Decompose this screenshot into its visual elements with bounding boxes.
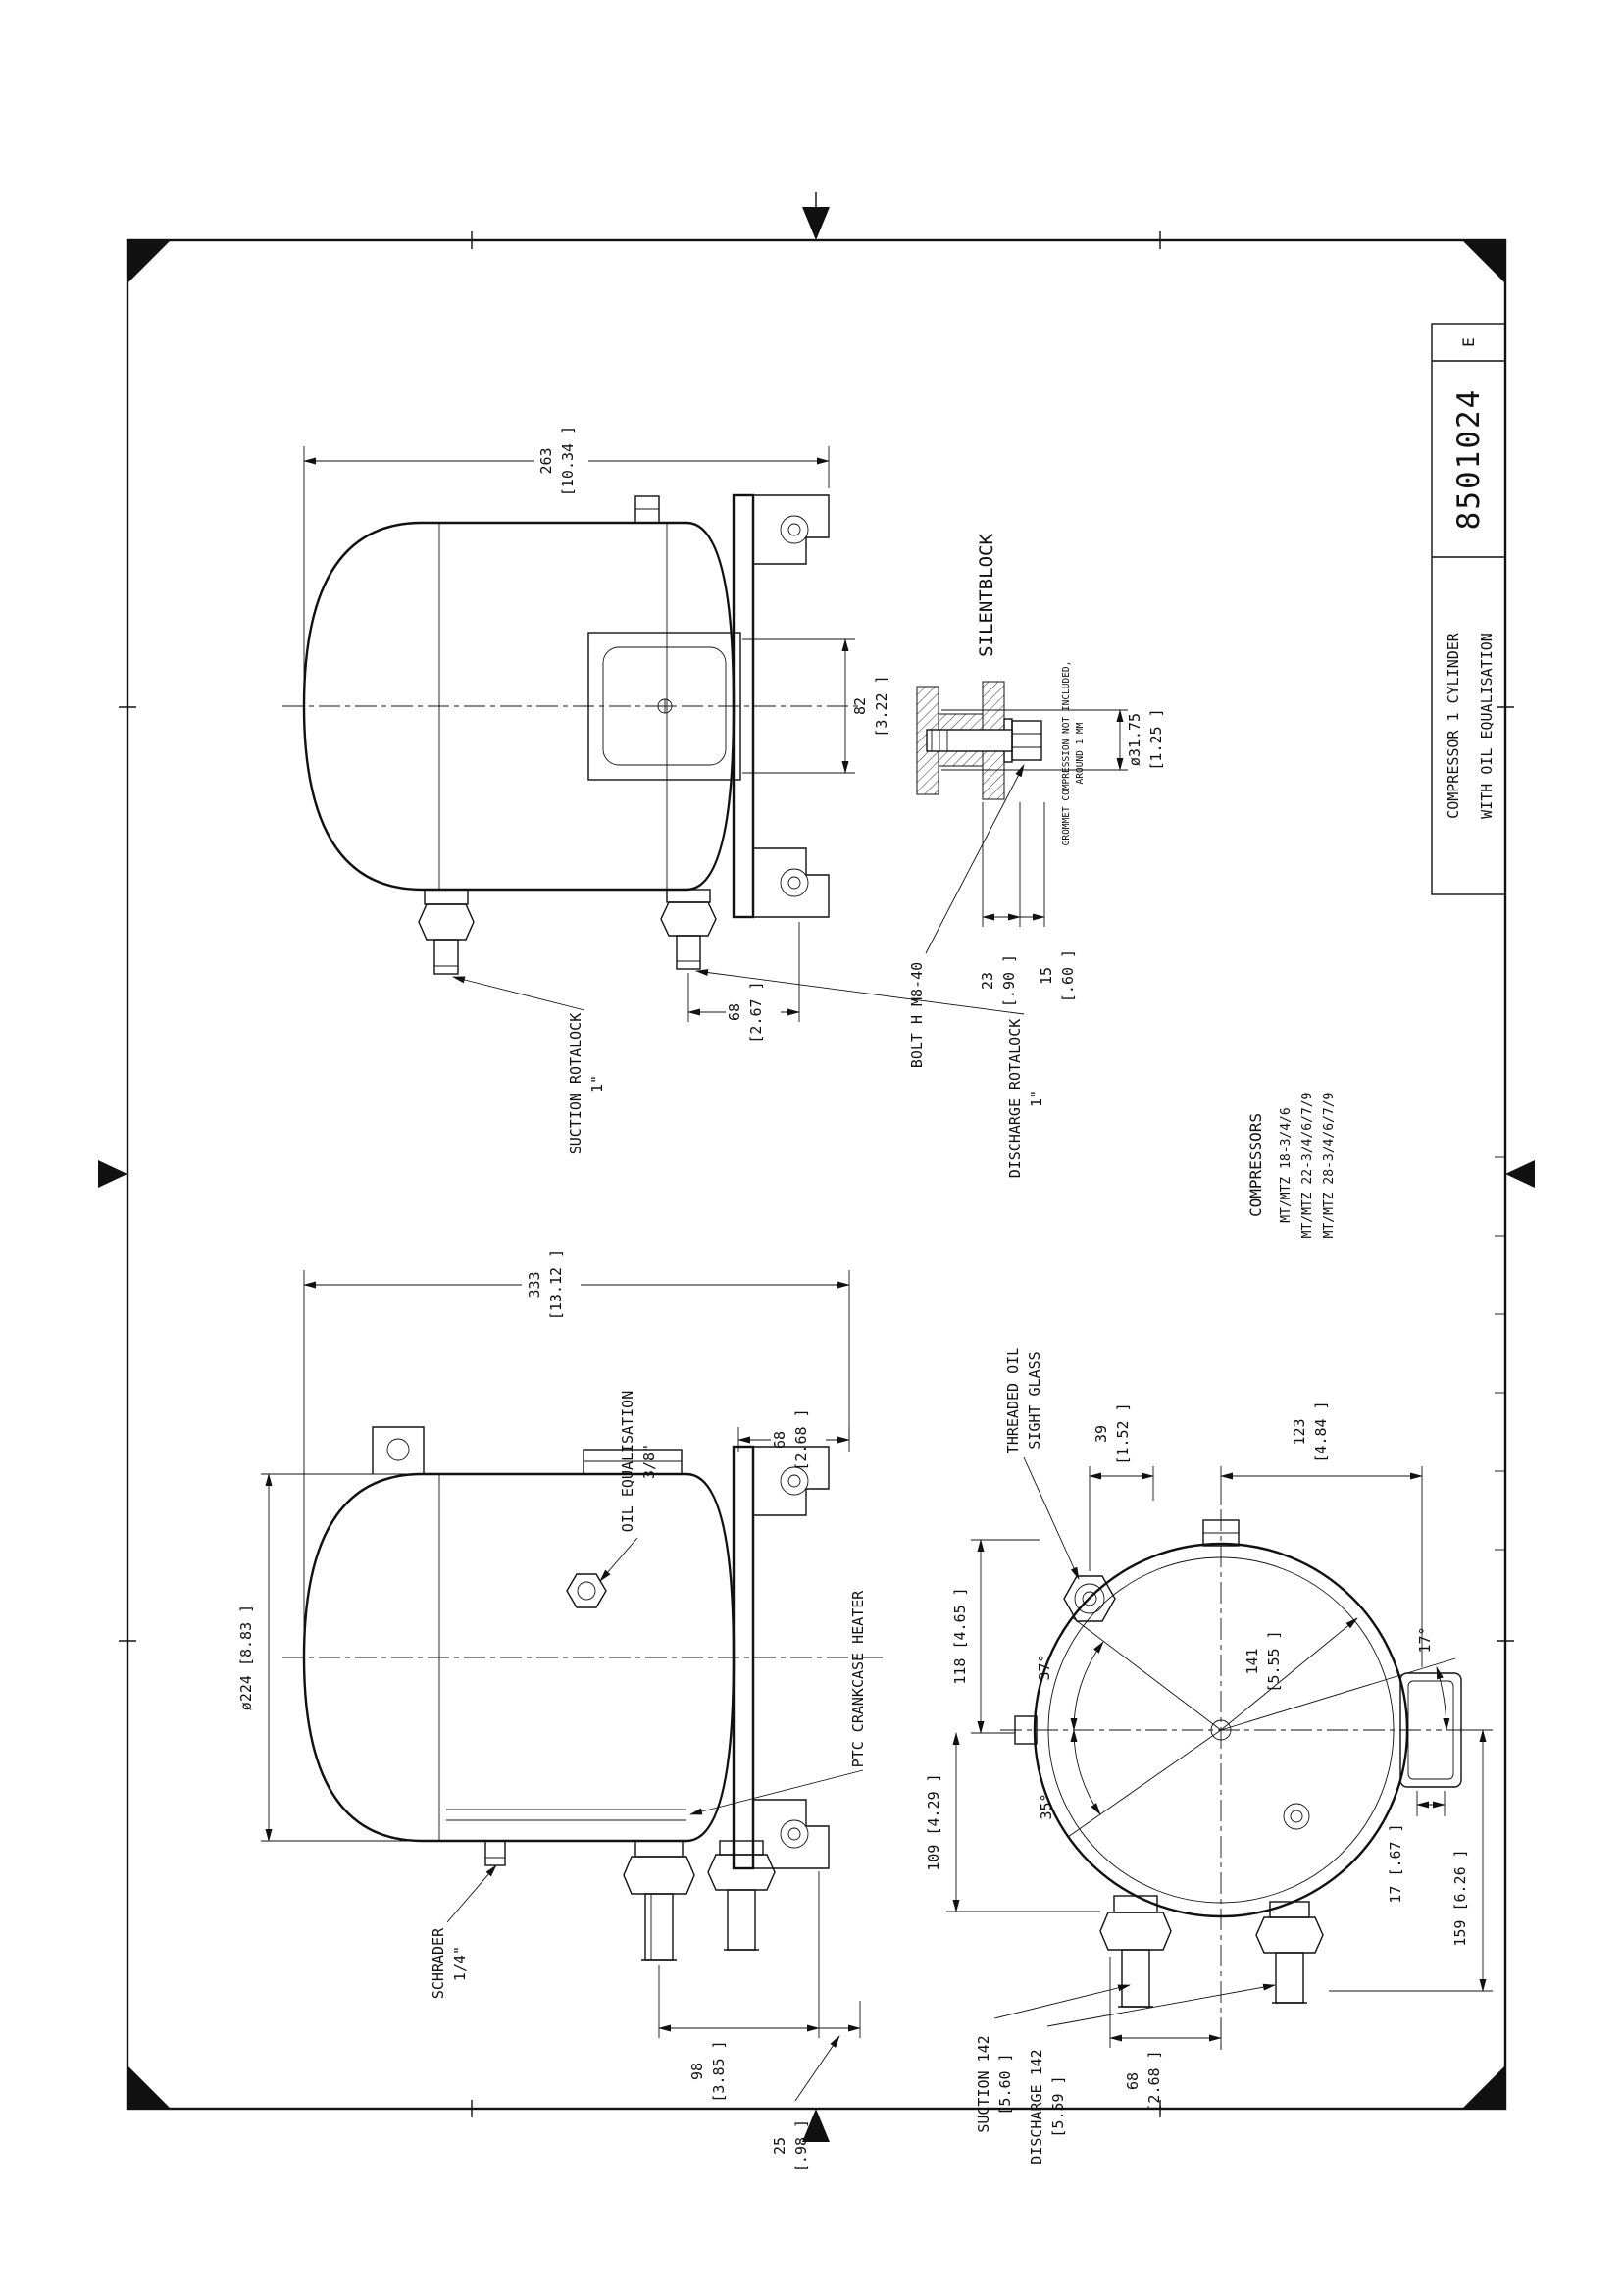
compressors-heading: COMPRESSORS	[1246, 1113, 1265, 1217]
dim-shell-diameter: ø224 [8.83 ]	[237, 1473, 412, 1842]
angle-37: 37°	[1036, 1654, 1053, 1680]
label-discharge-size: 1"	[1028, 1090, 1045, 1107]
drawing-number: 8501024	[1451, 388, 1487, 531]
dim-141: 141	[1243, 1648, 1261, 1674]
dim-68-front: 68	[771, 1431, 788, 1449]
dim-68-front-inch: [2.68 ]	[792, 1408, 810, 1470]
dim-159-text: 159 [6.26 ]	[1451, 1849, 1469, 1946]
view-side: 263 [10.34 ] 82 [3.22 ] 68 [2.67 ] SUCTI…	[282, 426, 1045, 1178]
label-discharge-rotalock: DISCHARGE ROTALOCK	[1006, 1019, 1024, 1179]
dim-grommet-dia: ø31.75 [1.25 ]	[941, 708, 1165, 771]
dim-17: 17 [.67 ]	[1387, 1823, 1404, 1903]
dim-valve-positions: 98 [3.85 ] 25 [.98 ]	[658, 1871, 861, 2172]
dim-263-inch: [10.34 ]	[559, 426, 577, 496]
oil-equalisation-port	[566, 1573, 607, 1608]
dim-23: 23	[979, 972, 996, 990]
silentblock-heading: SILENTBLOCK	[976, 534, 997, 657]
dim-25: 25	[771, 2137, 788, 2155]
grommet-note-line2: AROUND 1 MM	[1075, 722, 1086, 784]
dim-23-inch: [.90 ]	[1000, 954, 1018, 1007]
view-front: 333 [13.12 ] 68 [2.68 ] ø224 [8.83 ] 98	[237, 1249, 883, 2172]
title-block: E 8501024 COMPRESSOR 1 CYLINDER WITH OIL…	[1431, 323, 1506, 895]
suction-valve-side	[418, 889, 475, 975]
dim-31-75: ø31.75	[1126, 713, 1143, 766]
label-schrader: SCHRADER	[430, 1927, 447, 1999]
dim-valve-offset-side: 68 [2.67 ]	[687, 922, 800, 1044]
dim-109: 109 [4.29 ]	[925, 1773, 942, 1870]
dim-grommet-heights: 23 [.90 ] 15 [.60 ]	[979, 802, 1077, 1007]
callout-suction-142-inch: [5.60 ]	[996, 2053, 1014, 2115]
bolt-head	[1011, 720, 1042, 761]
dim-dia224: ø224 [8.83 ]	[237, 1605, 255, 1710]
fold-marks	[1495, 1156, 1505, 1551]
detail-silentblock: SILENTBLOCK GROMMET COMPRESSION NOT INCL…	[908, 534, 1165, 1069]
dim-overall-height: 333 [13.12 ]	[303, 1249, 850, 1640]
angle-17: 17°	[1416, 1626, 1434, 1653]
dim-terminal-box: 82 [3.22 ]	[742, 638, 890, 774]
view-top: 141 [5.55 ] 37° 35° 17° 39 [1.52 ] 123 […	[925, 1348, 1493, 2165]
dim-39: 39	[1092, 1425, 1110, 1443]
dim-82-inch: [3.22 ]	[873, 675, 890, 737]
model-line-2: MT/MTZ 22-3/4/6/7/9	[1300, 1093, 1315, 1239]
dim-98-inch: [3.85 ]	[710, 2040, 728, 2102]
dim-118: 118 [4.65 ]	[951, 1587, 969, 1684]
dim-suction-offset: 68 [2.68 ]	[1109, 1957, 1222, 2113]
dim-141-inch: [5.55 ]	[1265, 1630, 1283, 1692]
dim-263: 263	[537, 447, 555, 474]
suction-valve-top	[1099, 1895, 1172, 2008]
label-schrader-size: 1/4"	[451, 1946, 469, 1981]
label-sight-glass-line1: THREADED OIL	[1004, 1348, 1022, 1453]
callout-discharge-142-inch: [5.59 ]	[1049, 2075, 1067, 2137]
dim-82: 82	[851, 697, 869, 715]
terminal-box-side	[587, 632, 741, 781]
label-oil-equalisation-size: 3/8"	[640, 1444, 658, 1479]
dim-68-top: 68	[1124, 2072, 1142, 2090]
dim-98: 98	[688, 2063, 706, 2080]
dim-333: 333	[526, 1271, 543, 1298]
applicability-note: COMPRESSORS MT/MTZ 18-3/4/6 MT/MTZ 22-3/…	[1246, 1093, 1337, 1239]
model-line-1: MT/MTZ 18-3/4/6	[1279, 1107, 1294, 1222]
sheet-frame	[98, 192, 1535, 2142]
label-oil-equalisation: OIL EQUALISATION	[619, 1391, 636, 1533]
label-suction-rotalock: SUCTION ROTALOCK	[567, 1013, 584, 1155]
dim-39-inch: [1.52 ]	[1114, 1402, 1132, 1464]
label-bolt: BOLT H M8-40	[908, 962, 926, 1068]
lifting-lug	[372, 1426, 425, 1474]
dim-overall-length: 263 [10.34 ]	[303, 426, 830, 689]
label-suction-size: 1"	[588, 1075, 606, 1093]
dim-68-top-inch: [2.68 ]	[1145, 2050, 1163, 2112]
suction-valve-front	[623, 1840, 695, 1961]
dim-31-75-inch: [1.25 ]	[1147, 708, 1165, 770]
label-sight-glass-line2: SIGHT GLASS	[1026, 1351, 1043, 1449]
dim-159: 159 [6.26 ]	[1329, 1729, 1493, 1992]
dim-15: 15	[1038, 967, 1055, 985]
dim-333-inch: [13.12 ]	[547, 1249, 565, 1320]
drawing-title-line1: COMPRESSOR 1 CYLINDER	[1445, 632, 1462, 819]
dim-68-side-inch: [2.67 ]	[747, 981, 765, 1043]
dim-sight-glass-offset: 39 [1.52 ]	[1089, 1402, 1154, 1571]
dim-box-stickout: 17 [.67 ]	[1387, 1791, 1446, 1904]
dim-left-stack: 118 [4.65 ] 109 [4.29 ]	[925, 1539, 1100, 1912]
dim-123-inch: [4.84 ]	[1312, 1401, 1330, 1462]
schrader-port	[484, 1840, 506, 1866]
label-ptc-heater: PTC CRANKCASE HEATER	[849, 1590, 867, 1768]
dim-terminal-offset: 123 [4.84 ]	[1220, 1401, 1423, 1667]
dim-68-side: 68	[726, 1003, 743, 1021]
callout-suction-142: SUCTION 142	[975, 2035, 992, 2132]
model-line-3: MT/MTZ 28-3/4/6/7/9	[1322, 1093, 1337, 1239]
dim-15-inch: [.60 ]	[1059, 949, 1077, 1002]
discharge-valve-side	[660, 889, 717, 970]
angle-35: 35°	[1038, 1793, 1055, 1819]
dim-oil-port-offset: 68 [2.68 ]	[737, 1408, 850, 1471]
top-center-mark	[802, 207, 830, 240]
dim-25-inch: [.98 ]	[792, 2119, 810, 2172]
callout-discharge-142: DISCHARGE 142	[1028, 2049, 1045, 2164]
discharge-valve-front	[707, 1840, 776, 1951]
dim-123: 123	[1291, 1418, 1308, 1445]
drawing-title-line2: WITH OIL EQUALISATION	[1478, 633, 1496, 819]
grommet-note-line1: GROMMET COMPRESSION NOT INCLUDED,	[1061, 661, 1072, 846]
revision-code: E	[1459, 337, 1478, 347]
discharge-valve-top	[1255, 1901, 1324, 2004]
